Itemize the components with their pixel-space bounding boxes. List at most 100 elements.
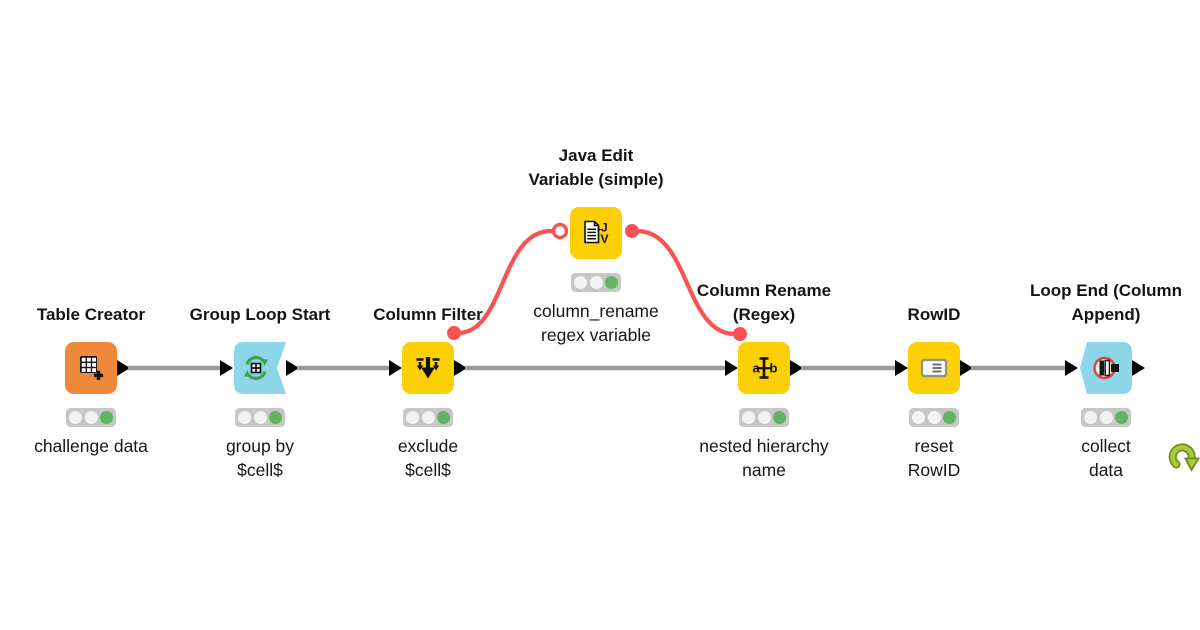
node-title-line2: Variable (simple) — [528, 170, 664, 189]
flow-variable-connection-column-filter-to-java-edit[interactable] — [447, 222, 569, 341]
status-light-green — [269, 411, 282, 424]
node-title: Java Edit Variable (simple) — [486, 143, 706, 192]
node-annotation: reset RowID — [824, 434, 1044, 482]
svg-text:J: J — [601, 221, 608, 235]
annotation-line2: regex variable — [541, 325, 651, 345]
annotation-line2: $cell$ — [405, 460, 451, 480]
traffic-light-status — [571, 273, 621, 292]
connection-rowid-to-loop-end[interactable] — [960, 360, 1078, 376]
output-port-triangle[interactable] — [960, 360, 973, 376]
output-port-triangle[interactable] — [454, 360, 467, 376]
row-card-icon — [920, 358, 948, 378]
node-title-line1: RowID — [907, 305, 961, 324]
annotation-line2: name — [742, 460, 786, 480]
traffic-light-status — [403, 408, 453, 427]
java-document-icon: J V — [584, 221, 609, 246]
node-title: Loop End (Column Append) — [996, 278, 1200, 327]
status-light-green — [437, 411, 450, 424]
node-title: Column Filter — [318, 278, 538, 327]
annotation-line2: RowID — [907, 460, 961, 480]
node-annotation: collect data — [996, 434, 1200, 482]
java-edit-variable-node[interactable]: J V — [570, 207, 622, 259]
column-filter-node[interactable] — [402, 342, 454, 394]
traffic-light-status — [235, 408, 285, 427]
flow-variable-input-port[interactable] — [551, 222, 569, 240]
input-port-triangle[interactable] — [895, 360, 908, 376]
node-title-line2: (Regex) — [732, 305, 796, 324]
node-title-line2: Append) — [1071, 305, 1141, 324]
node-title-line1: Group Loop Start — [189, 305, 331, 324]
status-light-yellow — [589, 276, 603, 289]
traffic-light-status — [739, 408, 789, 427]
traffic-light-status — [1081, 408, 1131, 427]
status-light-yellow — [927, 411, 941, 424]
status-light-red — [1084, 411, 1097, 424]
input-port-triangle[interactable] — [1065, 360, 1078, 376]
node-title-line1: Column Rename — [696, 281, 832, 300]
loop-end-node[interactable] — [1080, 342, 1200, 472]
node-rowid: RowID reset RowID — [854, 278, 1014, 523]
node-group-loop-start: Group Loop Start group by $cell$ — [180, 278, 340, 523]
status-light-red — [69, 411, 82, 424]
input-port-triangle[interactable] — [389, 360, 402, 376]
loop-table-icon — [244, 355, 268, 381]
connection-group-loop-start-to-column-filter[interactable] — [286, 360, 402, 376]
node-title: Column Rename (Regex) — [654, 278, 874, 327]
annotation-line2: data — [1088, 460, 1124, 480]
node-java-edit-variable: Java Edit Variable (simple) J V column_r… — [516, 143, 676, 388]
annotation-line1: reset — [914, 436, 954, 456]
annotation-line1: column_rename — [533, 301, 659, 321]
node-annotation: nested hierarchy name — [654, 434, 874, 482]
annotation-line1: group by — [225, 436, 295, 456]
table-plus-icon — [80, 356, 104, 380]
status-light-green — [605, 276, 618, 289]
group-loop-start-node[interactable] — [234, 342, 286, 394]
node-title: Table Creator — [0, 278, 201, 327]
connection-column-filter-to-column-rename[interactable] — [454, 360, 738, 376]
status-light-red — [574, 276, 587, 289]
flow-variable-output-port[interactable] — [625, 224, 639, 238]
annotation-line1: nested hierarchy — [699, 436, 829, 456]
status-light-green — [773, 411, 786, 424]
node-annotation: group by $cell$ — [150, 434, 370, 482]
table-creator-node[interactable] — [65, 342, 117, 394]
status-light-green — [943, 411, 956, 424]
node-title: RowID — [824, 278, 1044, 327]
output-port-triangle[interactable] — [286, 360, 299, 376]
annotation-line2: $cell$ — [237, 460, 283, 480]
input-port-triangle[interactable] — [725, 360, 738, 376]
traffic-light-status — [909, 408, 959, 427]
node-column-rename-regex: Column Rename (Regex) a b nested hierarc… — [684, 278, 844, 523]
filter-arrows-icon — [416, 357, 440, 379]
status-light-yellow — [253, 411, 267, 424]
loop-end-column-icon — [1093, 356, 1119, 380]
flow-variable-connection-java-edit-to-column-rename[interactable] — [625, 224, 747, 341]
input-port-triangle[interactable] — [220, 360, 233, 376]
node-table-creator: Table Creator challenge data — [11, 278, 171, 523]
node-annotation: challenge data — [0, 434, 201, 458]
status-light-yellow — [421, 411, 435, 424]
node-loop-end-column-append: Loop End (Column Append) — [1026, 278, 1200, 523]
node-title-line1: Loop End (Column — [1029, 281, 1183, 300]
output-port-triangle[interactable] — [790, 360, 803, 376]
loop-reset-arrow-icon[interactable] — [1166, 440, 1200, 476]
node-annotation: exclude $cell$ — [318, 434, 538, 482]
connection-column-rename-to-rowid[interactable] — [790, 360, 908, 376]
flow-variable-input-port[interactable] — [733, 327, 747, 341]
status-light-red — [238, 411, 251, 424]
column-rename-regex-node[interactable]: a b — [738, 342, 790, 394]
rowid-node[interactable] — [908, 342, 960, 394]
flow-variable-output-port[interactable] — [447, 326, 461, 340]
traffic-light-status — [66, 408, 116, 427]
loop-end-output-port-triangle[interactable] — [1132, 360, 1145, 376]
svg-text:b: b — [770, 361, 778, 376]
status-light-red — [912, 411, 925, 424]
annotation-line1: collect — [1081, 436, 1131, 456]
status-light-red — [406, 411, 419, 424]
status-light-yellow — [1099, 411, 1113, 424]
output-port-triangle[interactable] — [117, 360, 130, 376]
connection-table-creator-to-group-loop-start[interactable] — [117, 360, 233, 376]
node-title: Group Loop Start — [150, 278, 370, 327]
